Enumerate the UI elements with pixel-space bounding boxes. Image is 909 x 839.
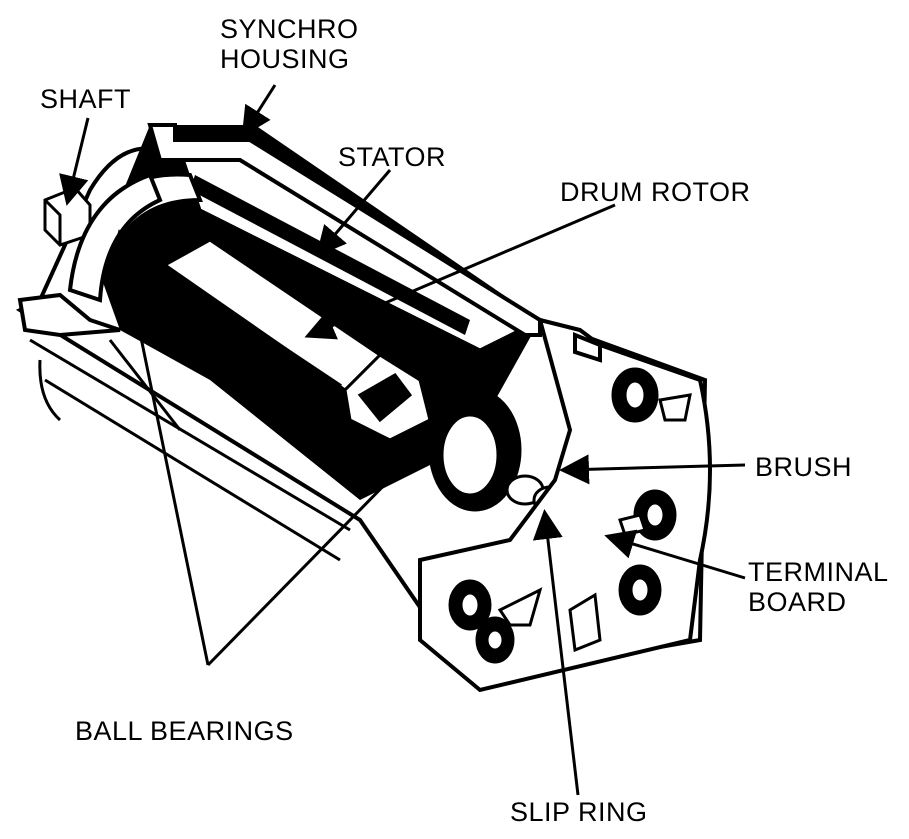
leader-drum-rotor (304, 203, 616, 340)
terminal-lugs (497, 393, 692, 653)
leader-shaft (59, 117, 90, 206)
label-stator: STATOR (338, 142, 447, 172)
leader-slip-ring (532, 509, 580, 796)
label-ball-bearings: BALL BEARINGS (75, 716, 294, 746)
label-synchro-housing: SYNCHRO HOUSING (220, 14, 359, 74)
label-brush: BRUSH (755, 452, 853, 482)
leader-ball-bearings-right (206, 415, 453, 667)
body-shading (29, 338, 351, 562)
label-drum-rotor: DRUM ROTOR (560, 177, 751, 207)
leader-stator (316, 169, 392, 257)
leader-ball-bearings-left (110, 229, 210, 666)
label-slip-ring: SLIP RING (510, 797, 648, 827)
label-terminal-board: TERMINAL BOARD (748, 557, 889, 617)
label-shaft: SHAFT (40, 84, 132, 114)
leader-synchro-housing (241, 84, 277, 138)
drum-rotor (162, 238, 432, 442)
leader-terminal-board (604, 529, 746, 580)
leader-brush (559, 454, 746, 485)
leader-lines (59, 84, 746, 796)
terminal-screws (448, 367, 677, 664)
